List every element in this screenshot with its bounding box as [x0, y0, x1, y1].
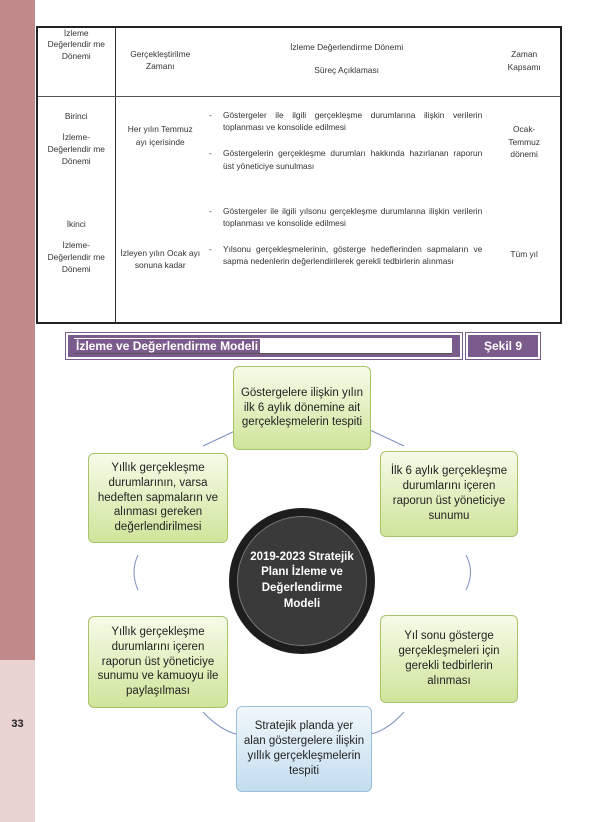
row1-bullet-1: Göstergeler ile ilgili gerçekleşme durum… [222, 110, 483, 133]
figure-label: Şekil 9 [465, 332, 541, 360]
cycle-step-top: Göstergelere ilişkin yılın ilk 6 aylık d… [233, 366, 371, 450]
monitoring-periods-table: İzleme Değerlendir me Dönemi Gerçekleşti… [36, 26, 562, 324]
list-item: - Yılsonu gerçekleşmelerinin, gösterge h… [208, 243, 483, 267]
row1-scope: Ocak-Temmuz dönemi [488, 97, 561, 193]
cycle-step-lower-left: Yıllık gerçekleşme durumlarını içeren ra… [88, 616, 228, 708]
row1-process: - Göstergeler ile ilgili gerçekleşme dur… [205, 97, 488, 193]
header-when-text: Gerçekleştirilme Zamanı [130, 49, 191, 72]
cycle-step-upper-left: Yıllık gerçekleşme durumlarının, varsa h… [88, 453, 228, 543]
row1-period-name: İzleme-Değerlendir me Dönemi [47, 132, 105, 167]
sidebar-footer-band [0, 660, 35, 822]
header-process: İzleme Değerlendirme Dönemi Süreç Açıkla… [204, 27, 489, 97]
row2-bullet-2: Yılsonu gerçekleşmelerinin, gösterge hed… [222, 243, 483, 267]
cycle-step-bottom: Stratejik planda yer alan göstergelere i… [236, 706, 372, 792]
row2-process: - Göstergeler ile ilgili yılsonu gerçekl… [205, 193, 488, 324]
header-process-sub: Süreç Açıklaması [314, 65, 379, 75]
row2-scope-text: Tüm yıl [510, 248, 538, 259]
row1-when: Her yılın Temmuz ayı içerisinde [115, 97, 205, 193]
list-item: - Göstergelerin gerçekleşme durumları ha… [208, 148, 483, 171]
row1-period: Birinci İzleme-Değerlendir me Dönemi [37, 96, 116, 193]
table-row: İkinci İzleme-Değerlendir me Dönemi İzle… [37, 192, 561, 324]
row2-scope: Tüm yıl [488, 193, 561, 324]
cycle-step-lower-right: Yıl sonu gösterge gerçekleşmeleri için g… [380, 615, 518, 703]
connector-top-left [202, 429, 238, 447]
row1-when-text: Her yılın Temmuz ayı içerisinde [127, 124, 193, 147]
header-process-title: İzleme Değerlendirme Dönemi [290, 42, 404, 52]
row2-period-label: İkinci [66, 218, 86, 229]
table-header-row: İzleme Değerlendir me Dönemi Gerçekleşti… [37, 27, 561, 97]
header-scope: Zaman Kapsamı [488, 27, 561, 97]
row2-when: İzleyen yılın Ocak ayı sonuna kadar [115, 193, 205, 324]
connector-bottom-right [370, 711, 405, 735]
row1-bullet-2: Göstergelerin gerçekleşme durumları hakk… [222, 148, 483, 171]
header-period: İzleme Değerlendir me Dönemi [37, 27, 116, 97]
connector-right [465, 554, 471, 591]
header-scope-text: Zaman Kapsamı [507, 49, 541, 72]
header-when: Gerçekleştirilme Zamanı [115, 27, 205, 97]
row1-period-label: Birinci [64, 111, 88, 121]
model-banner-title: İzleme ve Değerlendirme Modeli [74, 339, 261, 353]
row2-period: İkinci İzleme-Değerlendir me Dönemi [37, 192, 116, 323]
connector-top-right [369, 429, 405, 447]
connector-left [133, 554, 139, 591]
cycle-center: 2019-2023 Stratejik Planı İzleme ve Değe… [229, 508, 375, 654]
row2-period-name: İzleme-Değerlendir me Dönemi [47, 239, 105, 274]
model-banner: İzleme ve Değerlendirme Modeli [65, 332, 463, 360]
row2-when-text: İzleyen yılın Ocak ayı sonuna kadar [120, 247, 201, 271]
table-row: Birinci İzleme-Değerlendir me Dönemi Her… [37, 96, 561, 193]
cycle-step-upper-right: İlk 6 aylık gerçekleşme durumlarını içer… [380, 451, 518, 537]
cycle-center-label: 2019-2023 Stratejik Planı İzleme ve Değe… [237, 516, 367, 646]
header-period-text: İzleme Değerlendir me Dönemi [47, 28, 105, 61]
connector-bottom-left [202, 711, 237, 735]
row2-bullet-1: Göstergeler ile ilgili yılsonu gerçekleş… [222, 205, 483, 228]
list-item: - Göstergeler ile ilgili yılsonu gerçekl… [208, 205, 483, 228]
page-number: 33 [11, 718, 24, 730]
list-item: - Göstergeler ile ilgili gerçekleşme dur… [208, 110, 483, 133]
row1-scope-text: Ocak-Temmuz dönemi [508, 124, 540, 160]
